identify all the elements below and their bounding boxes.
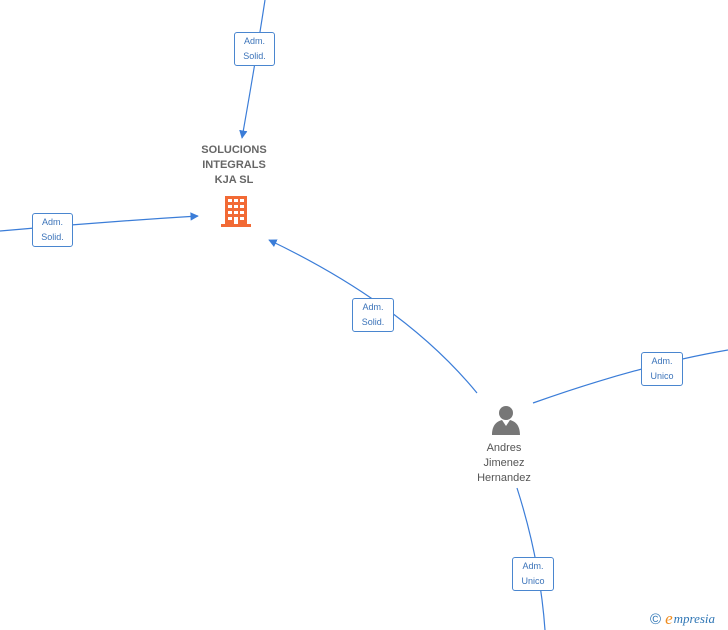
edge-label-left[interactable]: Adm. Solid. bbox=[32, 213, 73, 247]
edge-person-to-right[interactable] bbox=[532, 349, 728, 404]
edge-label-center[interactable]: Adm. Solid. bbox=[352, 298, 394, 332]
building-icon[interactable] bbox=[220, 194, 252, 228]
brand-watermark: © e mpresia bbox=[650, 610, 715, 628]
person-icon[interactable] bbox=[491, 404, 521, 436]
edge-label-top[interactable]: Adm. Solid. bbox=[234, 32, 275, 66]
company-node-label[interactable]: SOLUCIONS INTEGRALS KJA SL bbox=[201, 144, 267, 186]
edge-label-bottom[interactable]: Adm. Unico bbox=[512, 557, 554, 591]
brand-logo-text: mpresia bbox=[673, 611, 716, 626]
copyright-icon: © bbox=[650, 610, 662, 628]
brand-logo-initial: e bbox=[665, 609, 673, 628]
edge-label-right[interactable]: Adm. Unico bbox=[641, 352, 683, 386]
edge-top-to-company[interactable] bbox=[239, 0, 266, 139]
edge-left-to-company[interactable] bbox=[0, 212, 199, 232]
person-node-label[interactable]: Andres Jimenez Hernandez bbox=[477, 442, 531, 484]
